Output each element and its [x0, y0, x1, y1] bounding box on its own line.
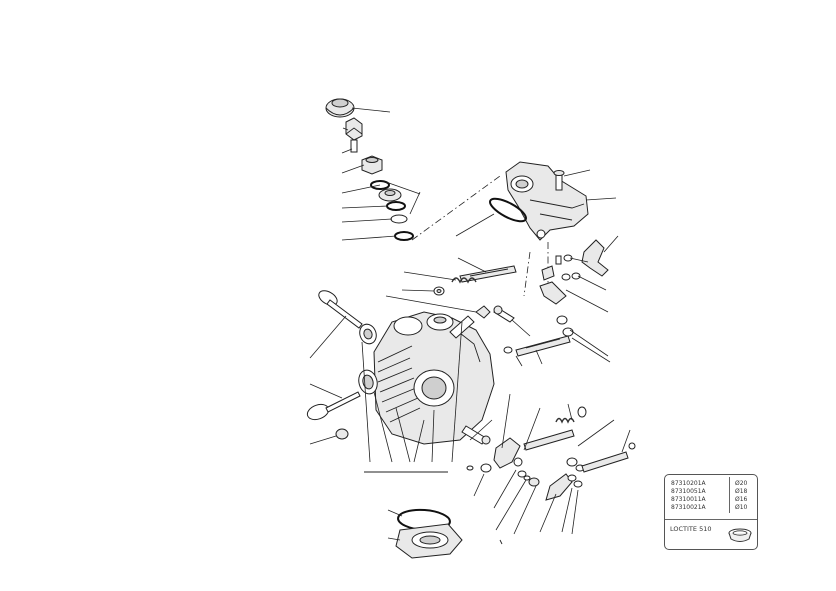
upper-rocker-assembly: [385, 235, 619, 337]
legend-code: 87310021A: [671, 504, 706, 511]
spacer-part: [390, 214, 408, 224]
intake-flange-part: [387, 508, 463, 559]
circlip-part: [394, 231, 414, 241]
sealant-cap-icon: [728, 528, 752, 542]
bearing-part: [378, 188, 402, 202]
cylinder-head-part: [373, 311, 495, 445]
legend-sealant-note: LOCTITE 510: [670, 525, 712, 533]
left-valve-parts: [306, 290, 463, 473]
legend-divider-horizontal: [665, 519, 757, 520]
hex-nut-part: [361, 155, 383, 175]
legend-diameter: Ø10: [735, 504, 748, 511]
legend-box: 87310201A Ø20 87310051A Ø18 87310011A Ø1…: [664, 474, 758, 550]
lower-rocker-assembly: [461, 393, 636, 545]
middle-rocker-shaft: [503, 315, 611, 367]
sensor-part: [345, 117, 363, 153]
legend-diameter: Ø20: [735, 480, 748, 487]
rocker-cover-part: [455, 161, 617, 241]
legend-code: 87310011A: [671, 496, 706, 503]
legend-code: 87310201A: [671, 480, 706, 487]
washer-part: [386, 201, 406, 211]
rubber-cap-part: [325, 98, 355, 118]
legend-code: 87310051A: [671, 488, 706, 495]
legend-diameter: Ø16: [735, 496, 748, 503]
o-ring-part: [370, 180, 390, 190]
legend-diameter: Ø18: [735, 488, 748, 495]
top-part-stack: [325, 98, 501, 241]
legend-divider-vertical: [729, 477, 730, 513]
